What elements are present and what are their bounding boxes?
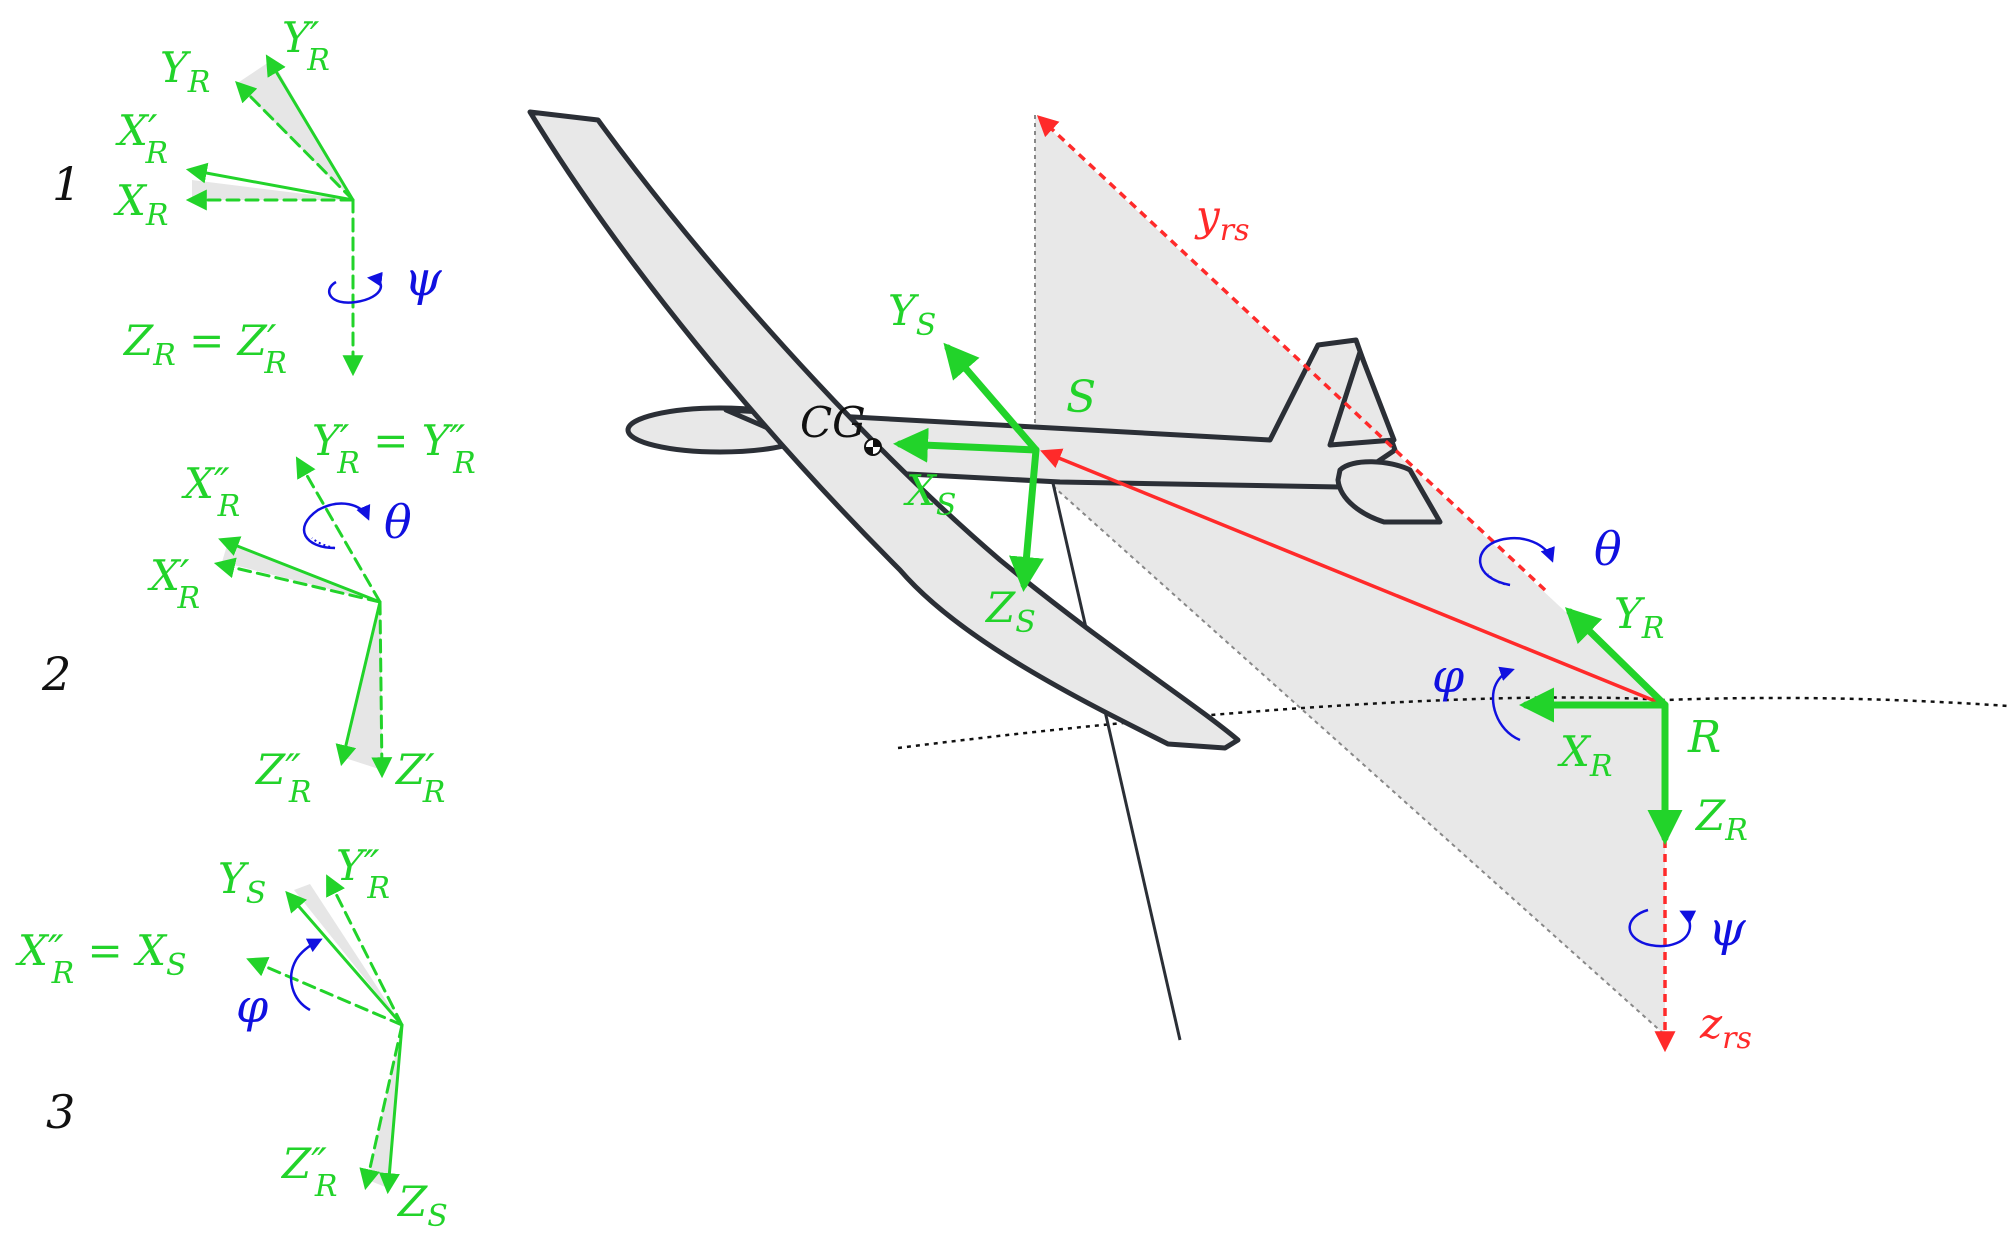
step1-yr-axis	[235, 81, 355, 202]
step1-xrp-label: X′R	[115, 106, 168, 171]
step2-theta-rotation-arrow	[302, 502, 371, 550]
step2-zrpp-axis	[335, 600, 382, 767]
step3-zrpp-axis	[359, 1023, 404, 1191]
step3-phi-label: φ	[236, 979, 269, 1033]
step2-xrp-label: X′R	[147, 551, 200, 616]
step2-zrp-axis	[371, 600, 393, 779]
yrs-axis	[1036, 115, 1547, 592]
s-frame-ys-label: YS	[888, 286, 936, 343]
main-theta-label: θ	[1594, 522, 1622, 576]
tether-line	[1048, 469, 1182, 1041]
step3-ys-axis	[285, 890, 404, 1027]
glider-main-wing	[527, 109, 1241, 751]
step3-yrpp-axis	[326, 874, 404, 1027]
step2-rotation-wedge-z	[345, 602, 382, 770]
s-frame-zs-label: ZS	[984, 583, 1036, 640]
step1-yrp-label: Y′R	[282, 13, 330, 78]
main-psi-rotation-arrow	[1628, 908, 1697, 948]
step2-y-axis	[295, 456, 382, 604]
r-frame	[1519, 607, 1683, 845]
step3-zs-axis	[378, 1023, 404, 1195]
step3-number: 3	[46, 1085, 75, 1139]
step2-zrpp-label: Z″R	[254, 745, 311, 810]
step3-phi-rotation-arrow	[290, 938, 323, 1012]
glider-tailplane	[1335, 459, 1443, 525]
step3-rotation-wedge-y	[294, 884, 402, 1025]
step3-x-axis	[246, 956, 404, 1027]
step1-xrp-axis	[185, 162, 355, 202]
r-frame-yr-label: YR	[1614, 589, 1664, 646]
r-frame-xr-label: XR	[1557, 727, 1613, 784]
rotation-plane-edge-bottom	[1034, 469, 1666, 1036]
main-psi-label: ψ	[1708, 901, 1747, 957]
step3-ys-label: YS	[218, 854, 266, 911]
r-frame-zr-label: ZR	[1694, 791, 1748, 848]
main-phi-label: φ	[1432, 649, 1465, 703]
step2-y-equation: Y′R = Y″R	[312, 416, 476, 481]
step1-diagram	[185, 54, 383, 377]
main-theta-rotation-arrow	[1479, 537, 1555, 587]
glider-fin	[1327, 349, 1397, 448]
step2-zrp-label: Z′R	[394, 745, 445, 810]
r-origin-label: R	[1687, 712, 1721, 763]
offset-vector-r-to-s	[1040, 448, 1666, 707]
cg-marker	[864, 438, 882, 456]
zrs-label: zrs	[1699, 999, 1752, 1056]
step1-rotation-wedge-y	[236, 60, 353, 200]
s-origin-label: S	[1066, 372, 1096, 423]
main-phi-rotation-arrow	[1491, 666, 1521, 742]
cg-label: CG	[800, 398, 866, 447]
step1-psi-rotation-arrow	[328, 271, 383, 304]
step1-zr-equation: ZR = Z′R	[122, 316, 287, 381]
step1-yr-label: YR	[160, 43, 210, 100]
s-frame-ys-axis	[943, 342, 1040, 454]
s-frame-zs-axis	[1009, 446, 1044, 592]
step2-xrp-axis	[213, 557, 382, 604]
step3-zrpp-label: Z″R	[280, 1139, 337, 1204]
step2-number: 2	[41, 647, 71, 701]
yrs-label: yrs	[1194, 191, 1249, 248]
step3-zs-label: ZS	[396, 1177, 448, 1234]
step3-diagram	[246, 874, 404, 1195]
step1-psi-label: ψ	[404, 251, 443, 307]
s-frame-xs-axis	[893, 427, 1040, 463]
step2-diagram	[213, 456, 393, 779]
step2-theta-label: θ	[384, 495, 412, 549]
step1-number: 1	[52, 157, 81, 211]
step3-yrpp-label: Y″R	[336, 841, 390, 906]
s-frame-xs-label: XS	[903, 466, 956, 523]
r-frame-yr-axis	[1564, 607, 1669, 709]
step1-rotation-wedge-x	[192, 180, 353, 200]
step2-xrpp-axis	[218, 536, 382, 604]
step3-x-equation: X″R = XS	[15, 926, 187, 991]
s-frame	[893, 342, 1044, 592]
step1-xr-label: XR	[113, 176, 169, 233]
step2-xrpp-label: X″R	[181, 459, 240, 524]
step1-yrp-axis	[265, 54, 355, 202]
